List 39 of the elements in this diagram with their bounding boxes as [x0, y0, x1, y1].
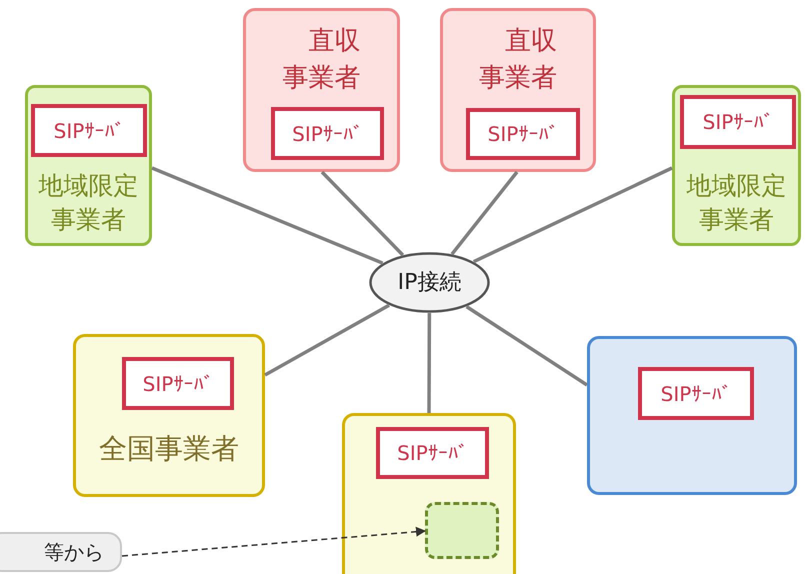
operator-box: [440, 8, 596, 172]
server-box: [271, 107, 384, 160]
operator-box: [342, 413, 516, 574]
dashed-box: [425, 502, 499, 559]
operator-box: [672, 85, 801, 246]
connector-line: [450, 170, 518, 256]
operator-box: [243, 8, 400, 172]
server-box: [31, 104, 147, 157]
server-label: SIPｻｰﾊﾞ: [660, 380, 732, 408]
operator-label: 直収事業者: [478, 25, 558, 95]
operator-box: [25, 85, 152, 246]
server-label: SIPｻｰﾊﾞ: [702, 109, 774, 136]
server-box: [466, 108, 580, 160]
connector-line: [466, 305, 588, 386]
operator-label: 直収事業者: [282, 25, 362, 95]
server-box: [122, 357, 234, 410]
server-label: SIPｻｰﾊﾞ: [54, 118, 124, 144]
dashed-arrow: [122, 526, 426, 557]
connector-line: [472, 166, 673, 264]
operator-label: 地域限定事業者: [38, 170, 140, 236]
speech-bubble: [0, 532, 122, 572]
node-label: IP接続: [398, 269, 462, 297]
server-label: SIPｻｰﾊﾞ: [488, 121, 558, 148]
connector-line: [264, 304, 390, 377]
connector-line: [427, 312, 432, 413]
ellipse-node: [369, 252, 490, 313]
server-label: SIPｻｰﾊﾞ: [292, 120, 363, 148]
operator-box: [73, 334, 265, 497]
operator-label: 全国事業者: [99, 431, 239, 467]
server-label: SIPｻｰﾊﾞ: [397, 440, 468, 467]
operator-box: [587, 336, 797, 495]
bubble-text: 等から: [44, 539, 104, 566]
server-label: SIPｻｰﾊﾞ: [142, 370, 214, 398]
operator-label: 地域限定事業者: [686, 170, 788, 236]
server-box: [680, 95, 796, 149]
server-box: [376, 427, 489, 479]
server-box: [638, 367, 754, 420]
connector-line: [320, 170, 404, 256]
connector-line: [151, 166, 384, 265]
